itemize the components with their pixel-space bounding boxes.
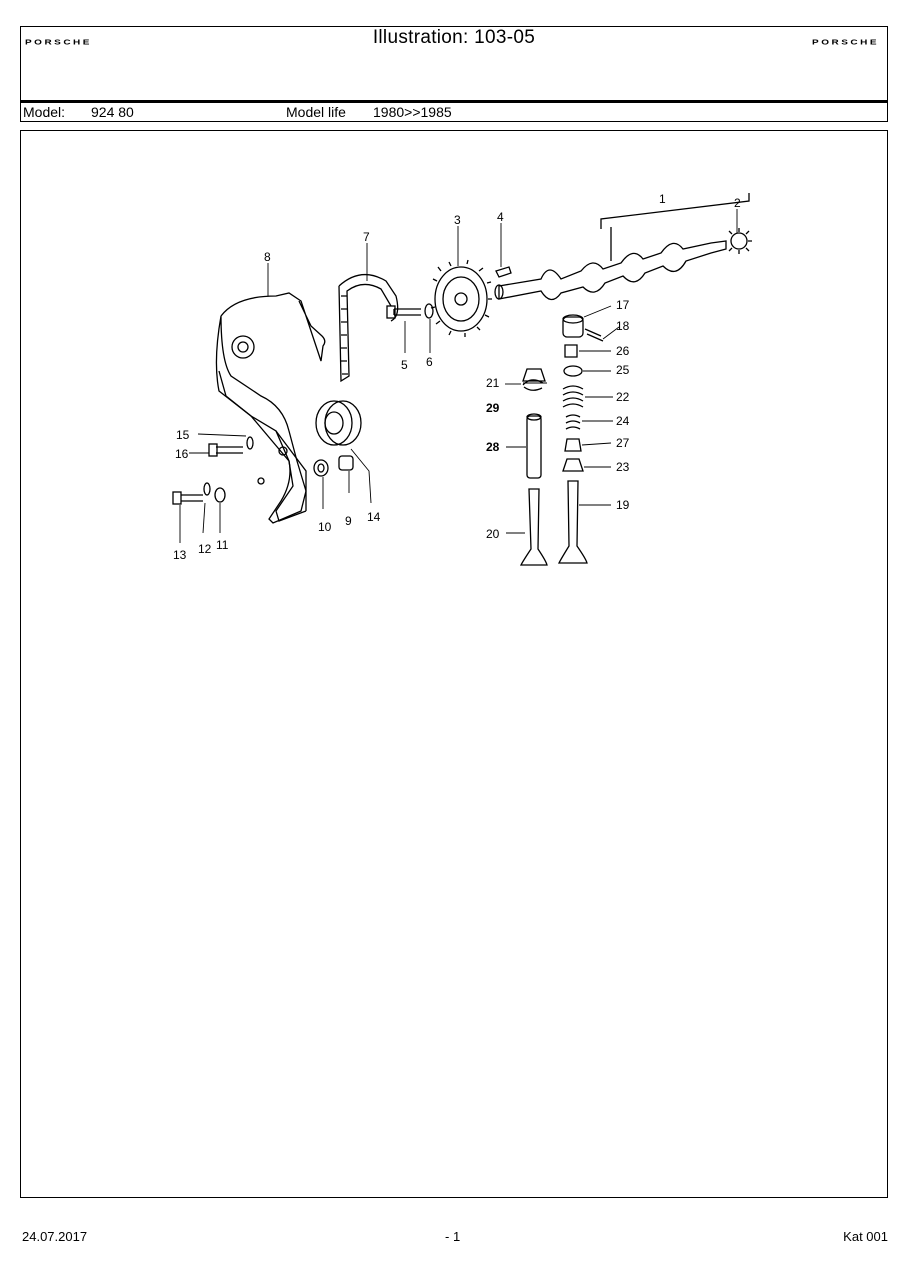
- callout-21: 21: [486, 376, 500, 390]
- callout-9: 9: [345, 514, 352, 528]
- tensioner-washer: [313, 459, 329, 477]
- callout-16: 16: [175, 447, 189, 461]
- cover-bolt-upper: [216, 446, 243, 454]
- intake-valve: [519, 488, 548, 566]
- valve-stem-seal: [564, 438, 582, 452]
- callout-27: 27: [616, 436, 630, 450]
- circlip: [522, 379, 544, 391]
- callout-10: 10: [318, 520, 332, 534]
- model-value: 924 80: [91, 104, 134, 120]
- woodruff-key: [495, 266, 512, 278]
- sprocket-washer: [424, 303, 434, 319]
- footer-page-number: - 1: [445, 1229, 461, 1244]
- illustration-panel: 1 2 3 4 5 6 7 8 9 10 11 12 13 14 15 16 1…: [20, 130, 888, 1198]
- callout-18: 18: [616, 319, 630, 333]
- porsche-logo-left: PORSCHE: [25, 39, 92, 47]
- callout-6: 6: [426, 355, 433, 369]
- callout-4: 4: [497, 210, 504, 224]
- upper-spring-seat: [563, 365, 583, 377]
- model-label: Model:: [23, 104, 66, 120]
- callout-12: 12: [198, 542, 212, 556]
- callout-14: 14: [367, 510, 381, 524]
- callout-17: 17: [616, 298, 630, 312]
- callout-19: 19: [616, 498, 630, 512]
- exhaust-valve: [557, 480, 588, 564]
- callout-11: 11: [216, 538, 229, 552]
- timing-belt: [338, 274, 399, 383]
- callout-3: 3: [454, 213, 461, 227]
- callout-15: 15: [176, 428, 190, 442]
- tensioner-roller: [315, 400, 353, 446]
- adjusting-screw: [584, 328, 604, 342]
- valve-spring-retainer: [522, 368, 546, 382]
- tensioner-nut: [338, 455, 354, 471]
- callout-1: 1: [659, 192, 666, 206]
- callout-25: 25: [616, 363, 630, 377]
- callout-7: 7: [363, 230, 370, 244]
- callout-8: 8: [264, 250, 271, 264]
- camshaft: [498, 240, 727, 301]
- callout-5: 5: [401, 358, 408, 372]
- callout-22: 22: [616, 390, 630, 404]
- valve-guide: [526, 415, 542, 479]
- valve-cotters: [564, 344, 578, 358]
- model-life-value: 1980>>1985: [373, 104, 452, 120]
- camshaft-sprocket: [434, 266, 488, 332]
- callout-26: 26: [616, 344, 630, 358]
- porsche-logo-right: PORSCHE: [812, 39, 879, 47]
- callout-24: 24: [616, 414, 630, 428]
- distributor-gear: [730, 232, 748, 250]
- footer-catalog: Kat 001: [843, 1229, 888, 1244]
- page-title: Illustration: 103-05: [372, 27, 536, 48]
- timing-belt-cover: [215, 292, 326, 524]
- header-divider: [21, 100, 887, 103]
- callout-20: 20: [486, 527, 500, 541]
- model-life-label: Model life: [286, 104, 346, 120]
- exploded-parts-diagram: 1 2 3 4 5 6 7 8 9 10 11 12 13 14 15 16 1…: [172, 192, 752, 566]
- inner-valve-spring: [565, 414, 581, 430]
- callout-29: 29: [486, 401, 500, 415]
- cover-bolt-lower: [181, 494, 203, 502]
- cover-hole: [231, 335, 255, 359]
- bucket-tappet: [562, 316, 584, 338]
- callout-2: 2: [734, 196, 741, 210]
- footer-date: 24.07.2017: [22, 1229, 88, 1244]
- header-box: PORSCHE Illustration: 103-05 PORSCHE Mod…: [20, 26, 888, 122]
- callout-28: 28: [486, 440, 500, 454]
- callout-23: 23: [616, 460, 630, 474]
- model-row: Model: 924 80 Model life 1980>>1985: [21, 102, 887, 122]
- lower-spring-seat: [562, 458, 584, 472]
- callout-13: 13: [173, 548, 187, 562]
- sprocket-bolt: [393, 308, 421, 316]
- cover-lower-flange: [218, 370, 307, 522]
- outer-valve-spring: [562, 385, 584, 408]
